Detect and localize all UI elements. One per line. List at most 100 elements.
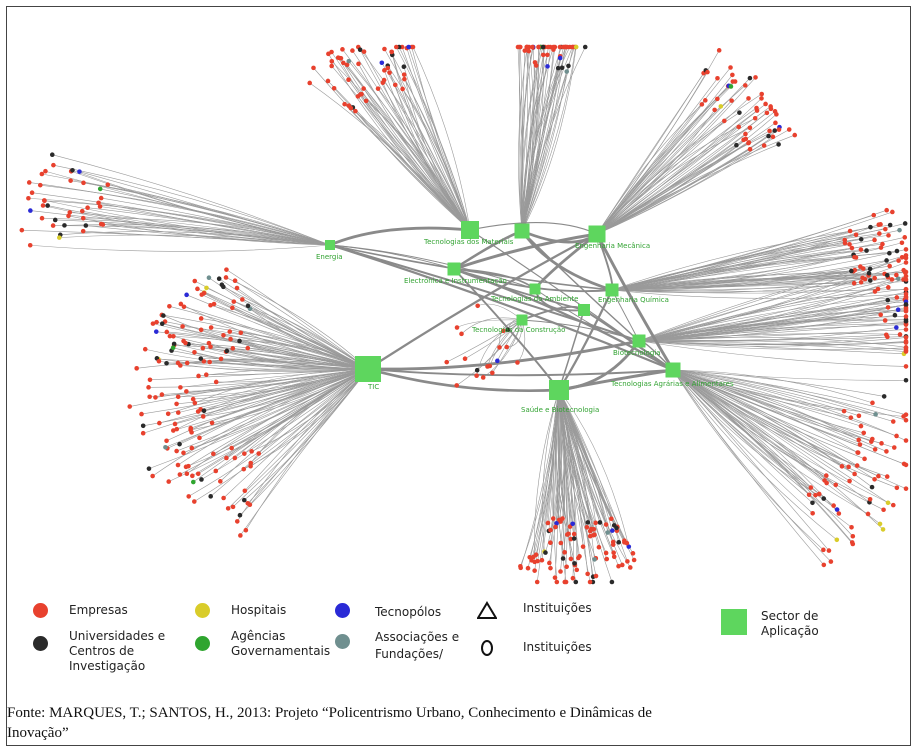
node-empresas xyxy=(229,445,234,451)
edge xyxy=(558,389,613,583)
node-empresas xyxy=(174,401,179,407)
node-empresas xyxy=(189,445,195,451)
node-empresas xyxy=(903,438,909,443)
node-universidade xyxy=(52,217,58,223)
node-empresas xyxy=(890,209,895,215)
node-empresas xyxy=(828,559,834,564)
agencias-swatch-icon xyxy=(195,636,210,651)
node-universidade xyxy=(566,63,571,69)
edge xyxy=(672,369,879,477)
edge xyxy=(558,389,595,560)
node-empresas xyxy=(608,516,614,522)
node-empresas xyxy=(596,544,602,550)
node-empresas xyxy=(764,110,770,116)
node-agencia xyxy=(728,84,734,89)
node-empresas xyxy=(527,554,533,560)
node-empresas xyxy=(587,528,593,534)
edge xyxy=(611,277,875,291)
node-empresas xyxy=(703,98,708,103)
legend-label-universidades: Universidades e Centros de Investigação xyxy=(69,629,166,673)
figure-caption: Fonte: MARQUES, T.; SANTOS, H., 2013: Pr… xyxy=(7,705,652,741)
hub-link xyxy=(329,226,471,247)
node-empresas xyxy=(746,96,751,101)
node-empresas xyxy=(831,503,836,508)
node-empresas xyxy=(545,52,550,58)
edge xyxy=(477,303,523,321)
edge xyxy=(162,323,369,370)
edge xyxy=(521,46,577,232)
node-empresas xyxy=(232,278,238,283)
edge xyxy=(352,107,471,231)
edge xyxy=(384,70,471,231)
edge xyxy=(672,369,907,466)
node-empresas xyxy=(480,375,486,380)
hub-link xyxy=(367,368,674,377)
edge xyxy=(363,88,471,231)
node-empresas xyxy=(80,228,86,234)
node-universidade xyxy=(164,361,169,366)
node-empresas xyxy=(826,548,832,553)
node-empresas xyxy=(894,295,900,300)
node-empresas xyxy=(462,356,468,362)
node-empresas xyxy=(743,136,749,142)
edge xyxy=(611,209,887,291)
node-empresas xyxy=(329,58,335,64)
node-empresas xyxy=(611,554,617,560)
node-empresas xyxy=(389,49,394,55)
node-empresas xyxy=(195,409,201,414)
edge xyxy=(411,46,471,231)
node-universidade xyxy=(734,142,739,148)
node-empresas xyxy=(772,109,778,114)
node-empresas xyxy=(808,485,814,490)
node-empresas xyxy=(548,565,553,571)
node-universidade xyxy=(241,497,247,503)
edge xyxy=(79,171,331,246)
node-empresas xyxy=(201,359,207,364)
edge xyxy=(331,51,471,231)
edge xyxy=(611,280,871,294)
edge xyxy=(558,389,630,547)
node-empresas xyxy=(380,80,386,86)
edge xyxy=(519,46,523,232)
edge xyxy=(638,336,888,345)
hub-link xyxy=(521,230,640,342)
edge xyxy=(672,369,865,460)
node-empresas xyxy=(536,44,541,50)
node-empresas xyxy=(847,242,852,247)
node-empresas xyxy=(178,385,183,390)
node-empresas xyxy=(870,400,875,406)
node-empresas xyxy=(348,105,354,111)
node-empresas xyxy=(747,125,753,131)
edge xyxy=(672,369,860,417)
edge xyxy=(672,369,854,537)
node-empresas xyxy=(242,488,248,494)
node-universidade xyxy=(747,75,753,81)
node-empresas xyxy=(147,394,152,400)
node-empresas xyxy=(192,349,197,355)
edge xyxy=(203,368,369,412)
edge xyxy=(596,78,718,235)
node-empresas xyxy=(903,253,909,258)
triangle-icon xyxy=(477,601,497,619)
sector-square-icon xyxy=(721,609,747,635)
hub-link xyxy=(329,243,674,372)
edge xyxy=(446,319,523,363)
edge xyxy=(197,288,369,370)
node-empresas xyxy=(342,101,347,107)
sector-node-tic xyxy=(355,356,381,382)
node-universidade xyxy=(903,377,909,383)
node-empresas xyxy=(876,473,881,479)
edge xyxy=(344,103,471,231)
node-empresas xyxy=(190,473,195,479)
node-universidade xyxy=(772,128,778,133)
node-empresas xyxy=(218,479,223,484)
node-empresas xyxy=(705,69,710,75)
edge xyxy=(483,319,523,378)
node-empresas xyxy=(208,302,213,308)
node-universidade xyxy=(216,276,222,282)
node-empresas xyxy=(610,539,616,545)
node-universidade xyxy=(199,477,204,482)
node-empresas xyxy=(903,486,909,491)
node-empresas xyxy=(400,86,405,92)
